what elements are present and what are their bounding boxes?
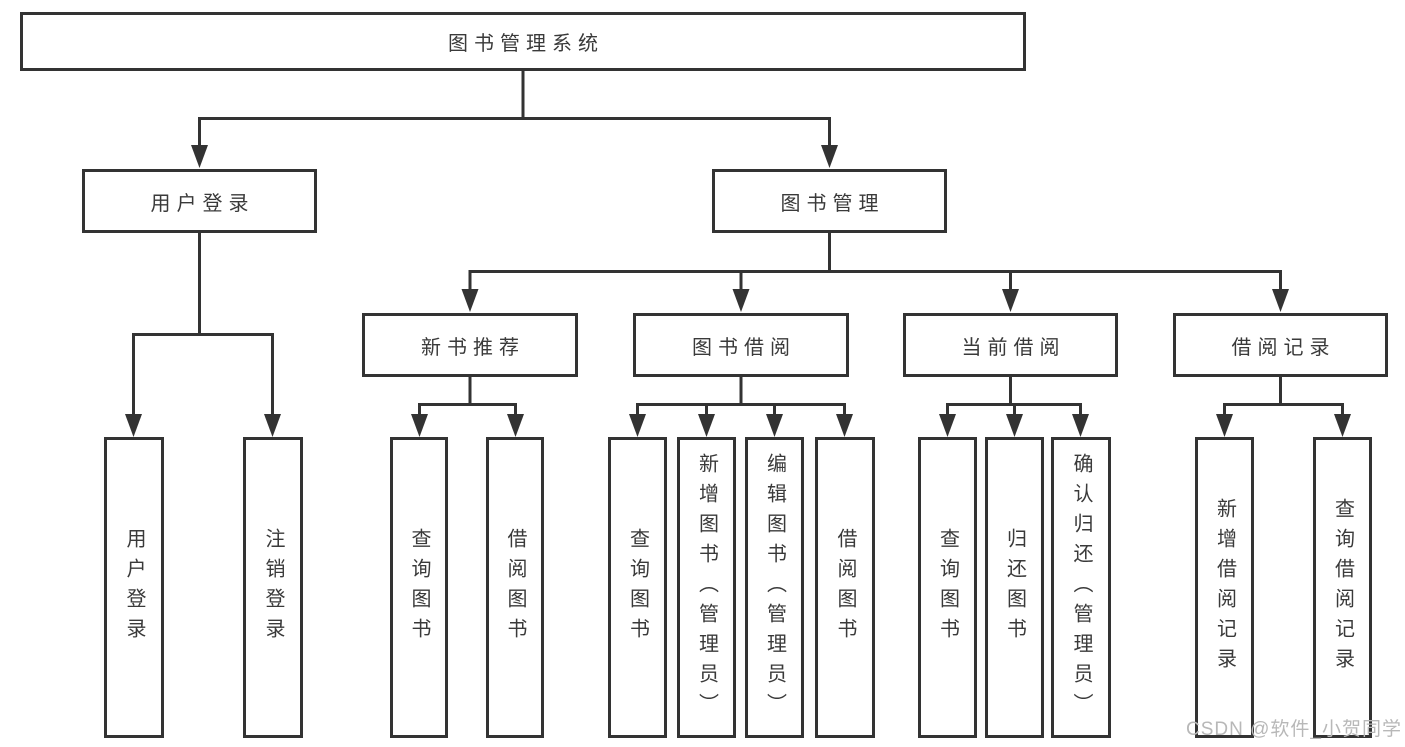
leaf-edit-books-admin-label: 编辑图书（管理员） bbox=[763, 452, 786, 723]
node-user-login-label: 用户登录 bbox=[150, 192, 255, 215]
leaf-user-login: 用户登录 bbox=[104, 437, 164, 738]
leaf-query-books-recommend: 查询图书 bbox=[390, 437, 448, 738]
node-borrow-record-label: 借阅记录 bbox=[1231, 336, 1336, 359]
node-book-borrow-label: 图书借阅 bbox=[692, 336, 796, 359]
leaf-logout-label: 注销登录 bbox=[262, 527, 284, 648]
node-book-management: 图书管理 bbox=[712, 169, 947, 233]
leaf-user-login-label: 用户登录 bbox=[123, 527, 145, 648]
connector-book-borrow-children bbox=[629, 377, 853, 437]
leaf-logout: 注销登录 bbox=[243, 437, 303, 738]
leaf-add-books-admin-label: 新增图书（管理员） bbox=[695, 452, 718, 723]
connector-new-book-children bbox=[411, 377, 524, 437]
node-user-login: 用户登录 bbox=[82, 169, 317, 233]
leaf-add-borrow-record-label: 新增借阅记录 bbox=[1213, 497, 1236, 678]
leaf-borrow-books: 借阅图书 bbox=[815, 437, 875, 738]
leaf-return-books: 归还图书 bbox=[985, 437, 1044, 738]
node-root-system-label: 图书管理系统 bbox=[448, 33, 604, 55]
leaf-query-books-current: 查询图书 bbox=[918, 437, 977, 738]
node-new-book-recommend: 新书推荐 bbox=[362, 313, 578, 377]
leaf-borrow-books-recommend: 借阅图书 bbox=[486, 437, 544, 738]
leaf-borrow-books-recommend-label: 借阅图书 bbox=[504, 527, 526, 648]
leaf-query-books-recommend-label: 查询图书 bbox=[408, 527, 430, 648]
node-borrow-record: 借阅记录 bbox=[1173, 313, 1388, 377]
leaf-query-borrow-record: 查询借阅记录 bbox=[1313, 437, 1372, 738]
node-current-borrow: 当前借阅 bbox=[903, 313, 1118, 377]
leaf-confirm-return-admin-label: 确认归还（管理员） bbox=[1070, 452, 1092, 723]
node-book-borrow: 图书借阅 bbox=[633, 313, 849, 377]
connector-book-mgmt-to-level3 bbox=[461, 233, 1289, 312]
node-book-management-label: 图书管理 bbox=[780, 192, 885, 215]
connector-user-login-children bbox=[125, 233, 281, 437]
node-current-borrow-label: 当前借阅 bbox=[961, 336, 1066, 359]
leaf-query-books-borrow-label: 查询图书 bbox=[626, 527, 649, 648]
node-root-system: 图书管理系统 bbox=[20, 12, 1026, 71]
leaf-confirm-return-admin: 确认归还（管理员） bbox=[1051, 437, 1111, 738]
leaf-query-borrow-record-label: 查询借阅记录 bbox=[1331, 497, 1354, 678]
csdn-watermark: CSDN @软件_小贺同学 bbox=[1186, 719, 1402, 740]
leaf-add-books-admin: 新增图书（管理员） bbox=[677, 437, 736, 738]
connector-current-borrow-children bbox=[939, 377, 1089, 437]
connector-borrow-record-children bbox=[1216, 377, 1351, 437]
leaf-borrow-books-label: 借阅图书 bbox=[834, 527, 856, 648]
leaf-return-books-label: 归还图书 bbox=[1003, 527, 1026, 648]
connector-root-to-level2 bbox=[191, 70, 838, 168]
leaf-query-books-borrow: 查询图书 bbox=[608, 437, 667, 738]
leaf-edit-books-admin: 编辑图书（管理员） bbox=[745, 437, 804, 738]
leaf-query-books-current-label: 查询图书 bbox=[936, 527, 959, 648]
node-new-book-recommend-label: 新书推荐 bbox=[421, 336, 525, 359]
leaf-add-borrow-record: 新增借阅记录 bbox=[1195, 437, 1254, 738]
